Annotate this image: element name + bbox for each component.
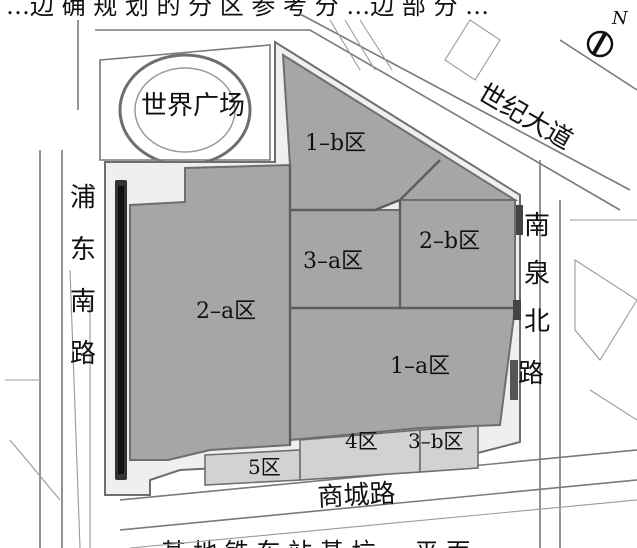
zone-2b-shape [399,199,516,309]
svg-text:路: 路 [70,339,96,369]
road-century-avenue: 世纪大道 [473,78,578,156]
zone-4-label: 4区 [345,429,378,453]
context-lines [5,13,637,548]
zone-1b-label: 1–b区 [305,131,366,156]
svg-text:南: 南 [70,287,96,317]
road-pudong-south: 浦 东 南 路 [70,183,96,369]
zone-3a-label: 3–a区 [303,249,363,274]
svg-text:北: 北 [524,307,550,337]
zone-2a-label: 2–a区 [196,299,256,324]
footer-fragment: … 某 地 铁 车 站 基 坑 … 平 面 [130,538,470,548]
west-edge-strip [115,180,127,480]
world-plaza-label: 世界广场 [141,91,245,121]
world-plaza: 世界广场 [99,44,271,196]
zone-3b-shape [419,425,479,473]
compass-north-label: N [611,8,629,29]
east-edge-markers [510,205,523,400]
zones [129,53,519,486]
header-fragment: …边 确 规 划 的 分 区 参 考 分 …边 部 分 … [6,0,489,20]
zone-5-label: 5区 [248,455,281,479]
svg-text:路: 路 [518,359,544,389]
zone-dividers [288,159,515,445]
zone-3b-label: 3–b区 [408,429,464,453]
compass-icon: N [586,8,629,58]
svg-text:南: 南 [524,211,550,241]
svg-text:泉: 泉 [524,259,550,289]
road-nanquan-north: 南 泉 北 路 [518,211,550,389]
svg-text:东: 东 [70,235,96,265]
road-shangcheng: 商城路 [317,479,396,513]
svg-text:浦: 浦 [70,183,96,213]
zone-2b-label: 2–b区 [419,229,480,254]
zone-1a-label: 1–a区 [390,354,450,379]
